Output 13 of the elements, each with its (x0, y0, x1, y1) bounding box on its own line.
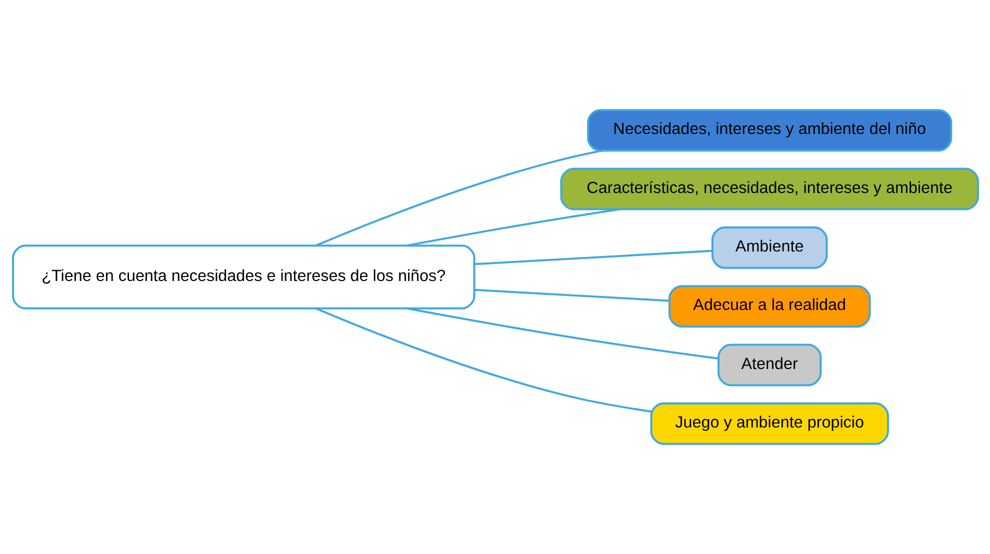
node-box: Atender (717, 344, 822, 386)
node-box: Características, necesidades, intereses y ambiente (560, 168, 978, 210)
connector (406, 307, 718, 360)
node-box: ¿Tiene en cuenta necesidades e intereses de los niños? (12, 244, 475, 310)
connector (474, 250, 712, 266)
connector (314, 307, 651, 413)
node-box: Juego y ambiente propicio (650, 402, 888, 445)
node-box: Adecuar a la realidad (668, 285, 870, 328)
connector (406, 208, 620, 247)
node-box: Necesidades, intereses y ambiente del niño (586, 109, 952, 152)
connector (315, 150, 602, 247)
connector (474, 288, 669, 302)
node-box: Ambiente (710, 226, 828, 269)
